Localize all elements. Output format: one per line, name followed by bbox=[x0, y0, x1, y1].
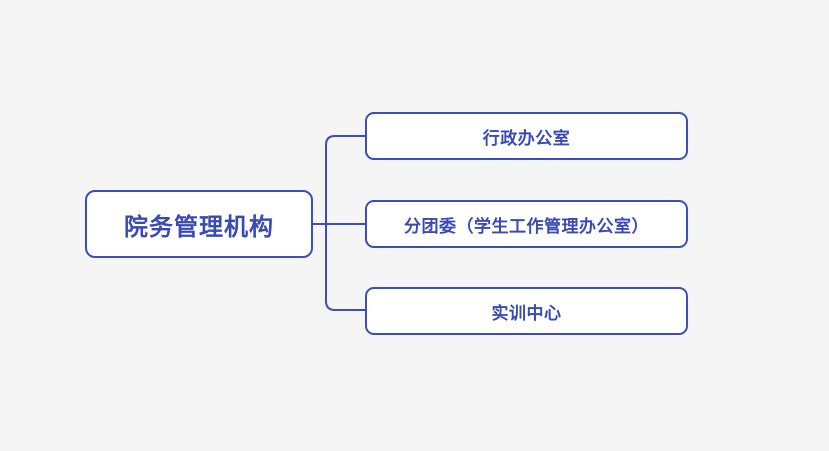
branch-node-administrative-office[interactable]: 行政办公室 bbox=[365, 112, 688, 160]
root-node-label: 院务管理机构 bbox=[124, 213, 274, 241]
branch-node-label: 行政办公室 bbox=[482, 128, 571, 148]
connector-top-bottom-branch bbox=[325, 135, 365, 311]
root-node[interactable]: 院务管理机构 bbox=[85, 190, 313, 258]
branch-node-training-center[interactable]: 实训中心 bbox=[365, 287, 688, 335]
branch-node-label: 实训中心 bbox=[491, 303, 562, 323]
branch-node-youth-league-committee[interactable]: 分团委（学生工作管理办公室） bbox=[365, 200, 688, 248]
branch-node-label: 分团委（学生工作管理办公室） bbox=[404, 216, 649, 236]
